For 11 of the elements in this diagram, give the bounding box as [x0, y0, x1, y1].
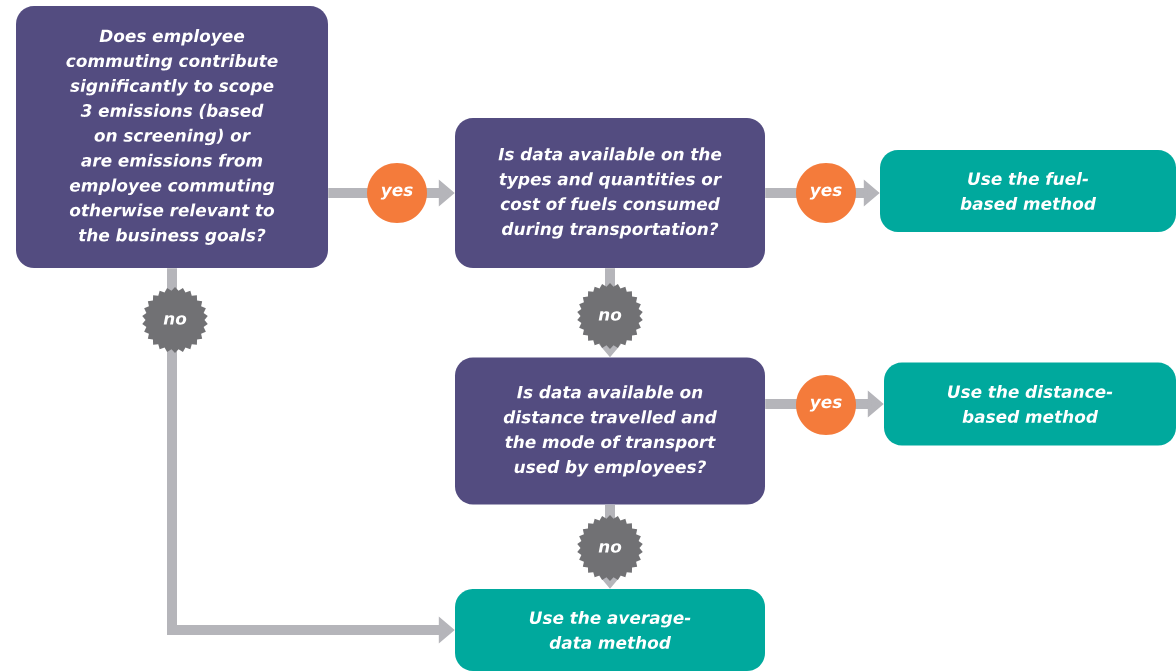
edge-label: yes [367, 163, 427, 223]
edge-label: no [577, 283, 643, 349]
method-box: Use the distance-based method [884, 362, 1176, 446]
method-box: Use the average-data method [455, 589, 765, 671]
question-box: Is data available on distance travelled and the mode of transport used by employees? [455, 357, 765, 505]
edge-label: yes [796, 163, 856, 223]
question-box: Does employee commuting contribute significantly to scope 3 emissions (based on screening) or are emissions from employee commuting otherwise relevant to the business goals? [16, 6, 328, 268]
method-box: Use the fuel-based method [880, 150, 1176, 232]
edge-label: no [142, 287, 208, 353]
question-box: Is data available on the types and quantities or cost of fuels consumed during transportation? [455, 118, 765, 268]
edge-label: yes [796, 375, 856, 435]
